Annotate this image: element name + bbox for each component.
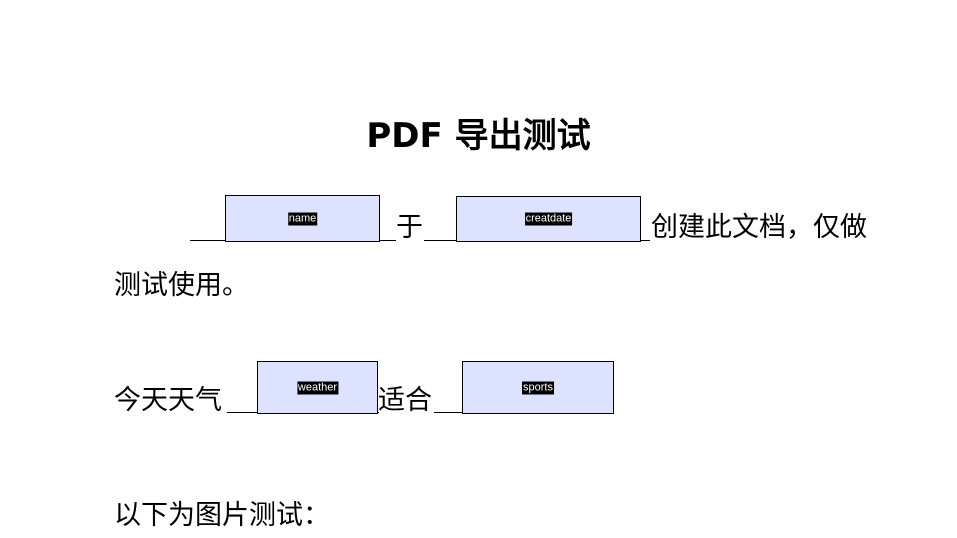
- form-field-name[interactable]: name: [225, 195, 380, 242]
- document-title: PDF 导出测试: [366, 116, 591, 156]
- field-label-sports: sports: [522, 381, 554, 394]
- field-label-name: name: [287, 212, 318, 225]
- field-label-weather: weather: [296, 381, 339, 394]
- paragraph-text: 以下为图片测试：: [114, 500, 330, 531]
- connector-text: 适合: [378, 385, 432, 416]
- connector-text: 于: [396, 212, 423, 243]
- form-field-creatdate[interactable]: creatdate: [456, 196, 641, 242]
- paragraph-text: 今天天气: [114, 385, 222, 416]
- form-field-sports[interactable]: sports: [462, 361, 614, 414]
- field-label-creatdate: creatdate: [524, 212, 573, 226]
- paragraph-text: 创建此文档，仅做: [651, 212, 867, 243]
- paragraph-text: 测试使用。: [114, 270, 249, 301]
- form-field-weather[interactable]: weather: [257, 361, 378, 414]
